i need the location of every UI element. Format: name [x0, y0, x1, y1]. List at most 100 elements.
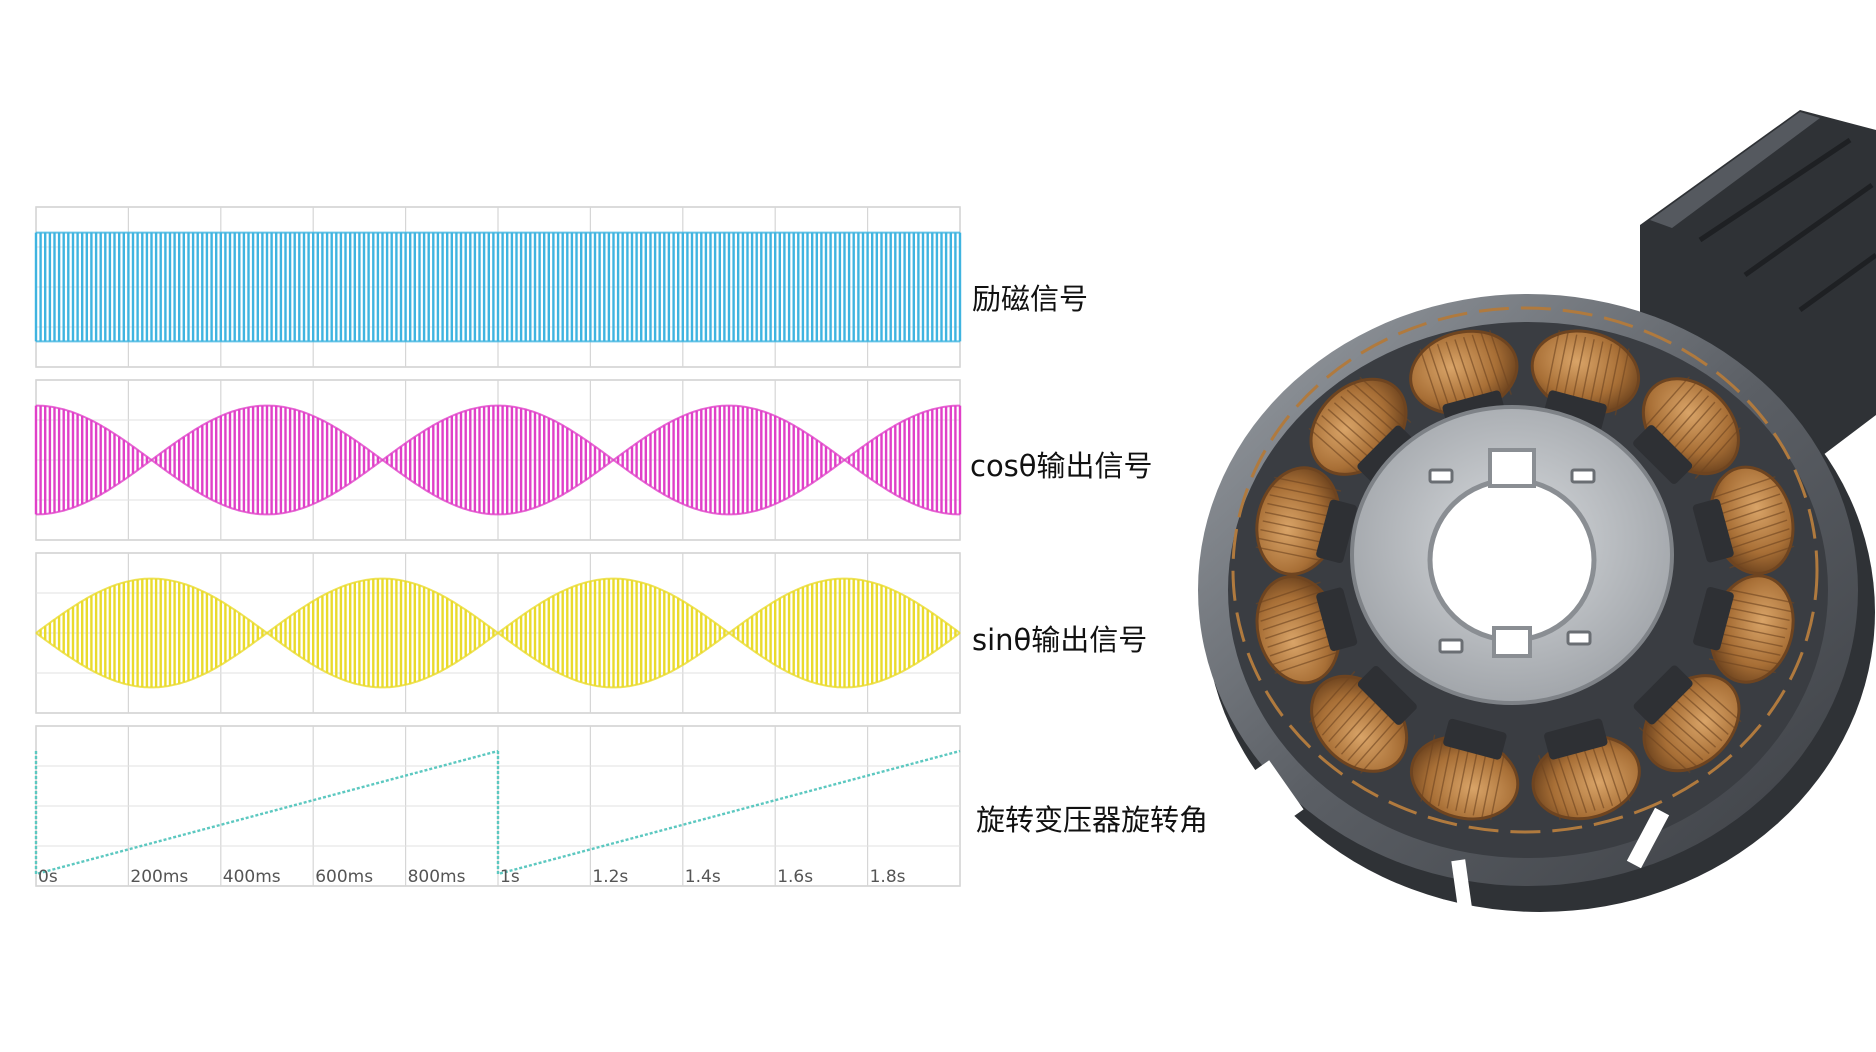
winding-line	[1546, 752, 1570, 818]
winding-line	[1694, 427, 1741, 479]
winding-line	[1480, 332, 1504, 398]
excitation-trace	[34, 231, 962, 343]
winding-line	[1564, 748, 1588, 814]
x-tick-label-1: 200ms	[130, 867, 188, 887]
sin-output-panel	[35, 552, 961, 714]
winding-line	[1614, 348, 1630, 416]
winding-line	[1590, 741, 1614, 807]
winding-line	[1321, 415, 1374, 462]
winding-line	[1420, 734, 1436, 802]
winding-line	[1321, 683, 1369, 736]
winding-line	[1472, 748, 1488, 816]
winding-line	[1688, 420, 1735, 473]
winding-line	[1579, 339, 1595, 407]
sin-output-label: sinθ输出信号	[972, 623, 1147, 657]
winding-line	[1463, 746, 1479, 814]
winding-line	[1715, 632, 1783, 648]
envelope-upper	[36, 404, 960, 462]
pole-core	[1443, 718, 1507, 760]
angle-trace	[34, 749, 961, 876]
coil-10	[1308, 376, 1417, 485]
winding-line	[1553, 332, 1569, 400]
winding-line	[1455, 743, 1471, 811]
cos-output-panel	[34, 379, 962, 541]
winding-line	[1255, 546, 1323, 562]
stator-coils	[1231, 306, 1819, 834]
x-tick-label-2: 400ms	[223, 867, 281, 887]
rotation-angle-panel	[34, 725, 961, 887]
winding-line	[1588, 341, 1604, 409]
x-tick-label-6: 1.2s	[592, 867, 628, 887]
winding-line	[1717, 502, 1783, 525]
winding-line	[1722, 519, 1788, 543]
winding-line	[1419, 348, 1443, 414]
winding-line	[1446, 741, 1462, 809]
x-tick-label-4: 800ms	[408, 867, 466, 887]
winding-line	[1726, 536, 1792, 560]
winding-line	[1428, 346, 1452, 412]
winding-line	[1481, 750, 1497, 818]
winding-line	[1445, 341, 1469, 407]
winding-line	[1669, 401, 1716, 454]
winding-line	[1333, 402, 1386, 449]
winding-line	[1722, 606, 1790, 622]
pole-core	[1357, 666, 1417, 725]
envelope-lower	[35, 631, 961, 689]
winding-line	[1571, 336, 1587, 404]
coil-5	[1531, 718, 1641, 821]
winding-line	[1260, 528, 1328, 544]
sin-trace	[35, 577, 961, 689]
winding-line	[1727, 588, 1795, 604]
winding-line	[1718, 623, 1786, 639]
winding-line	[1429, 736, 1445, 804]
winding-line	[1360, 721, 1407, 774]
winding-line	[1340, 395, 1393, 443]
winding-line	[1651, 714, 1704, 761]
modulated-waveform	[34, 405, 962, 515]
winding-line	[1662, 395, 1710, 448]
pole-core	[1544, 718, 1608, 760]
winding-line	[1340, 702, 1388, 755]
coil-7	[1309, 666, 1417, 774]
winding-line	[1260, 598, 1326, 622]
x-tick-label-9: 1.8s	[870, 867, 906, 887]
winding-line	[1657, 707, 1710, 755]
pole-core	[1357, 425, 1417, 485]
winding-line	[1711, 649, 1779, 665]
winding-line	[1708, 658, 1776, 674]
excitation-signal-label: 励磁信号	[972, 282, 1088, 316]
cos-output-label: cosθ输出信号	[970, 449, 1153, 483]
winding-line	[1271, 485, 1339, 501]
carrier-waveform	[34, 232, 962, 342]
excitation-signal-panel	[34, 206, 962, 368]
winding-line	[1562, 334, 1578, 402]
winding-line	[1257, 537, 1325, 553]
winding-line	[1359, 376, 1412, 423]
winding-line	[1545, 329, 1561, 397]
winding-line	[1346, 389, 1399, 436]
cos-trace	[34, 404, 962, 516]
winding-line	[1489, 753, 1505, 821]
winding-line	[1572, 745, 1596, 811]
winding-line	[1308, 427, 1361, 474]
winding-line	[1274, 476, 1342, 492]
winding-line	[1315, 677, 1362, 730]
x-tick-label-7: 1.4s	[685, 867, 721, 887]
winding-line	[1262, 607, 1328, 631]
coil-4	[1633, 665, 1742, 774]
x-tick-label-0: 0s	[38, 867, 58, 887]
winding-line	[1605, 346, 1621, 414]
winding-line	[1676, 688, 1729, 735]
modulated-waveform	[39, 578, 957, 688]
winding-line	[1347, 709, 1394, 762]
coil-6	[1409, 718, 1520, 821]
winding-line	[1598, 738, 1622, 804]
lead-wire	[1231, 306, 1819, 834]
center-hub	[1350, 405, 1674, 705]
sawtooth-waveform	[34, 749, 961, 876]
winding-line	[1267, 502, 1335, 518]
winding-line	[1436, 343, 1460, 409]
winding-line	[1328, 690, 1375, 742]
coil-3	[1693, 574, 1795, 684]
